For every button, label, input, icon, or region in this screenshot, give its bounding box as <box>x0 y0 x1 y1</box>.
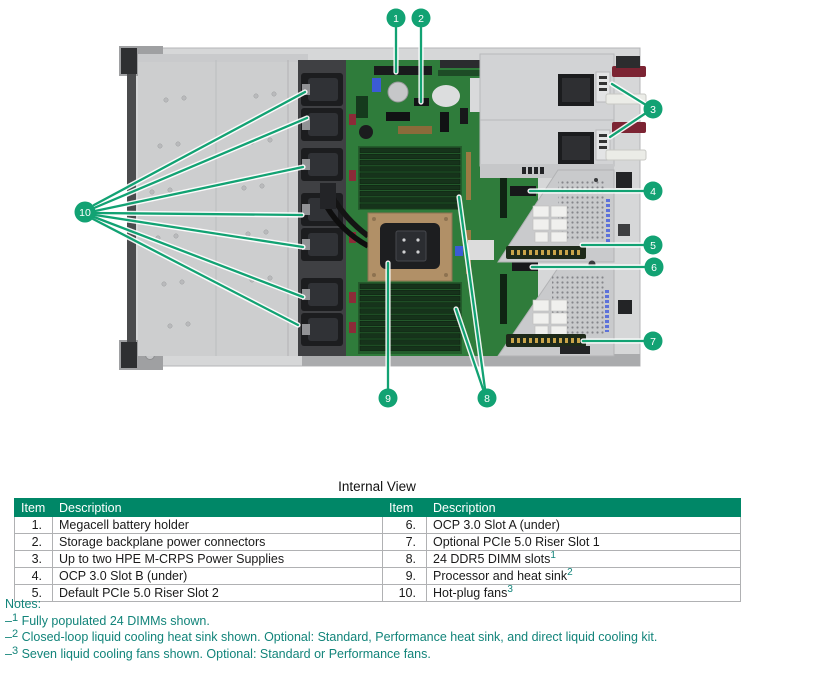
item-description: Up to two HPE M-CRPS Power Supplies <box>52 550 383 568</box>
front-bay-panel <box>138 54 308 356</box>
fan-module-1 <box>301 73 343 106</box>
callout-9: 9 <box>378 388 398 408</box>
legend-row-4: 4. OCP 3.0 Slot B (under) 9. Processor a… <box>14 567 741 585</box>
note-3: –3 Seven liquid cooling fans shown. Opti… <box>5 644 431 661</box>
item-description: OCP 3.0 Slot B (under) <box>52 567 383 585</box>
svg-text:2: 2 <box>418 13 424 25</box>
fan-module-6 <box>301 278 343 311</box>
fan-module-7 <box>301 313 343 346</box>
processor-heatsink <box>320 183 453 282</box>
legend-row-3: 3. Up to two HPE M-CRPS Power Supplies 8… <box>14 550 741 568</box>
psu-1 <box>558 66 647 106</box>
item-description: Storage backplane power connectors <box>52 533 383 551</box>
item-description: 24 DDR5 DIMM slots1 <box>426 550 741 568</box>
psu-2 <box>558 122 647 164</box>
dimm-bank-top <box>358 146 462 210</box>
callout-4: 4 <box>643 181 663 201</box>
legend-table: Item Description Item Description 1. Meg… <box>14 498 741 602</box>
svg-text:1: 1 <box>393 13 399 25</box>
svg-text:10: 10 <box>79 207 91 219</box>
callout-6: 6 <box>644 257 664 277</box>
item-number: 6. <box>382 516 427 534</box>
legend-row-5: 5. Default PCIe 5.0 Riser Slot 2 10. Hot… <box>14 584 741 602</box>
server-internal-view-figure: 1 2 3 4 5 6 7 8 9 10 <box>74 8 664 408</box>
item-number: 1. <box>14 516 53 534</box>
server-chassis <box>119 46 647 370</box>
callout-10: 10 <box>74 201 96 223</box>
megacell-battery-holder <box>374 66 432 75</box>
svg-text:9: 9 <box>385 393 391 405</box>
fan-module-3 <box>301 148 343 181</box>
callout-2: 2 <box>411 8 431 28</box>
power-supplies <box>479 53 647 167</box>
legend-header-row: Item Description Item Description <box>14 498 741 517</box>
svg-text:4: 4 <box>650 186 656 198</box>
item-number: 3. <box>14 550 53 568</box>
callout-1: 1 <box>386 8 406 28</box>
callouts: 1 2 3 4 5 6 7 8 9 10 <box>74 8 664 408</box>
item-number: 5. <box>14 584 53 602</box>
callout-leader-lines <box>90 25 649 392</box>
item-number: 4. <box>14 567 53 585</box>
item-description: Hot-plug fans3 <box>426 584 741 602</box>
item-description: Megacell battery holder <box>52 516 383 534</box>
col-header-item-right: Item <box>382 498 427 517</box>
item-number: 2. <box>14 533 53 551</box>
svg-text:7: 7 <box>650 336 656 348</box>
item-number: 7. <box>382 533 427 551</box>
item-description: Optional PCIe 5.0 Riser Slot 1 <box>426 533 741 551</box>
svg-text:3: 3 <box>650 104 656 116</box>
fan-module-5 <box>301 228 343 261</box>
callout-3: 3 <box>643 99 663 119</box>
item-number: 8. <box>382 550 427 568</box>
figure-caption: Internal View <box>338 479 416 494</box>
item-number: 10. <box>382 584 427 602</box>
note-1: –1 Fully populated 24 DIMMs shown. <box>5 611 210 628</box>
ocp-slot-b <box>510 186 536 196</box>
riser-slot-1-area <box>497 260 615 357</box>
col-header-description-right: Description <box>426 498 741 517</box>
item-description: OCP 3.0 Slot A (under) <box>426 516 741 534</box>
item-description: Processor and heat sink2 <box>426 567 741 585</box>
note-2: –2 Closed-loop liquid cooling heat sink … <box>5 628 658 645</box>
legend-row-2: 2. Storage backplane power connectors 7.… <box>14 533 741 551</box>
callout-5: 5 <box>643 235 663 255</box>
ocp-slot-a <box>512 262 538 271</box>
notes-label: Notes: <box>5 597 42 611</box>
legend-row-1: 1. Megacell battery holder 6. OCP 3.0 Sl… <box>14 516 741 534</box>
dimm-bank-bottom <box>358 282 462 354</box>
svg-text:8: 8 <box>484 393 490 405</box>
fan-module-2 <box>301 108 343 141</box>
item-number: 9. <box>382 567 427 585</box>
callout-7: 7 <box>643 331 663 351</box>
notes: Notes: –1 Fully populated 24 DIMMs shown… <box>5 596 825 662</box>
col-header-item-left: Item <box>14 498 53 517</box>
col-header-description-left: Description <box>52 498 383 517</box>
svg-text:5: 5 <box>650 240 656 252</box>
svg-text:6: 6 <box>651 262 657 274</box>
item-description: Default PCIe 5.0 Riser Slot 2 <box>52 584 383 602</box>
callout-8: 8 <box>477 388 497 408</box>
